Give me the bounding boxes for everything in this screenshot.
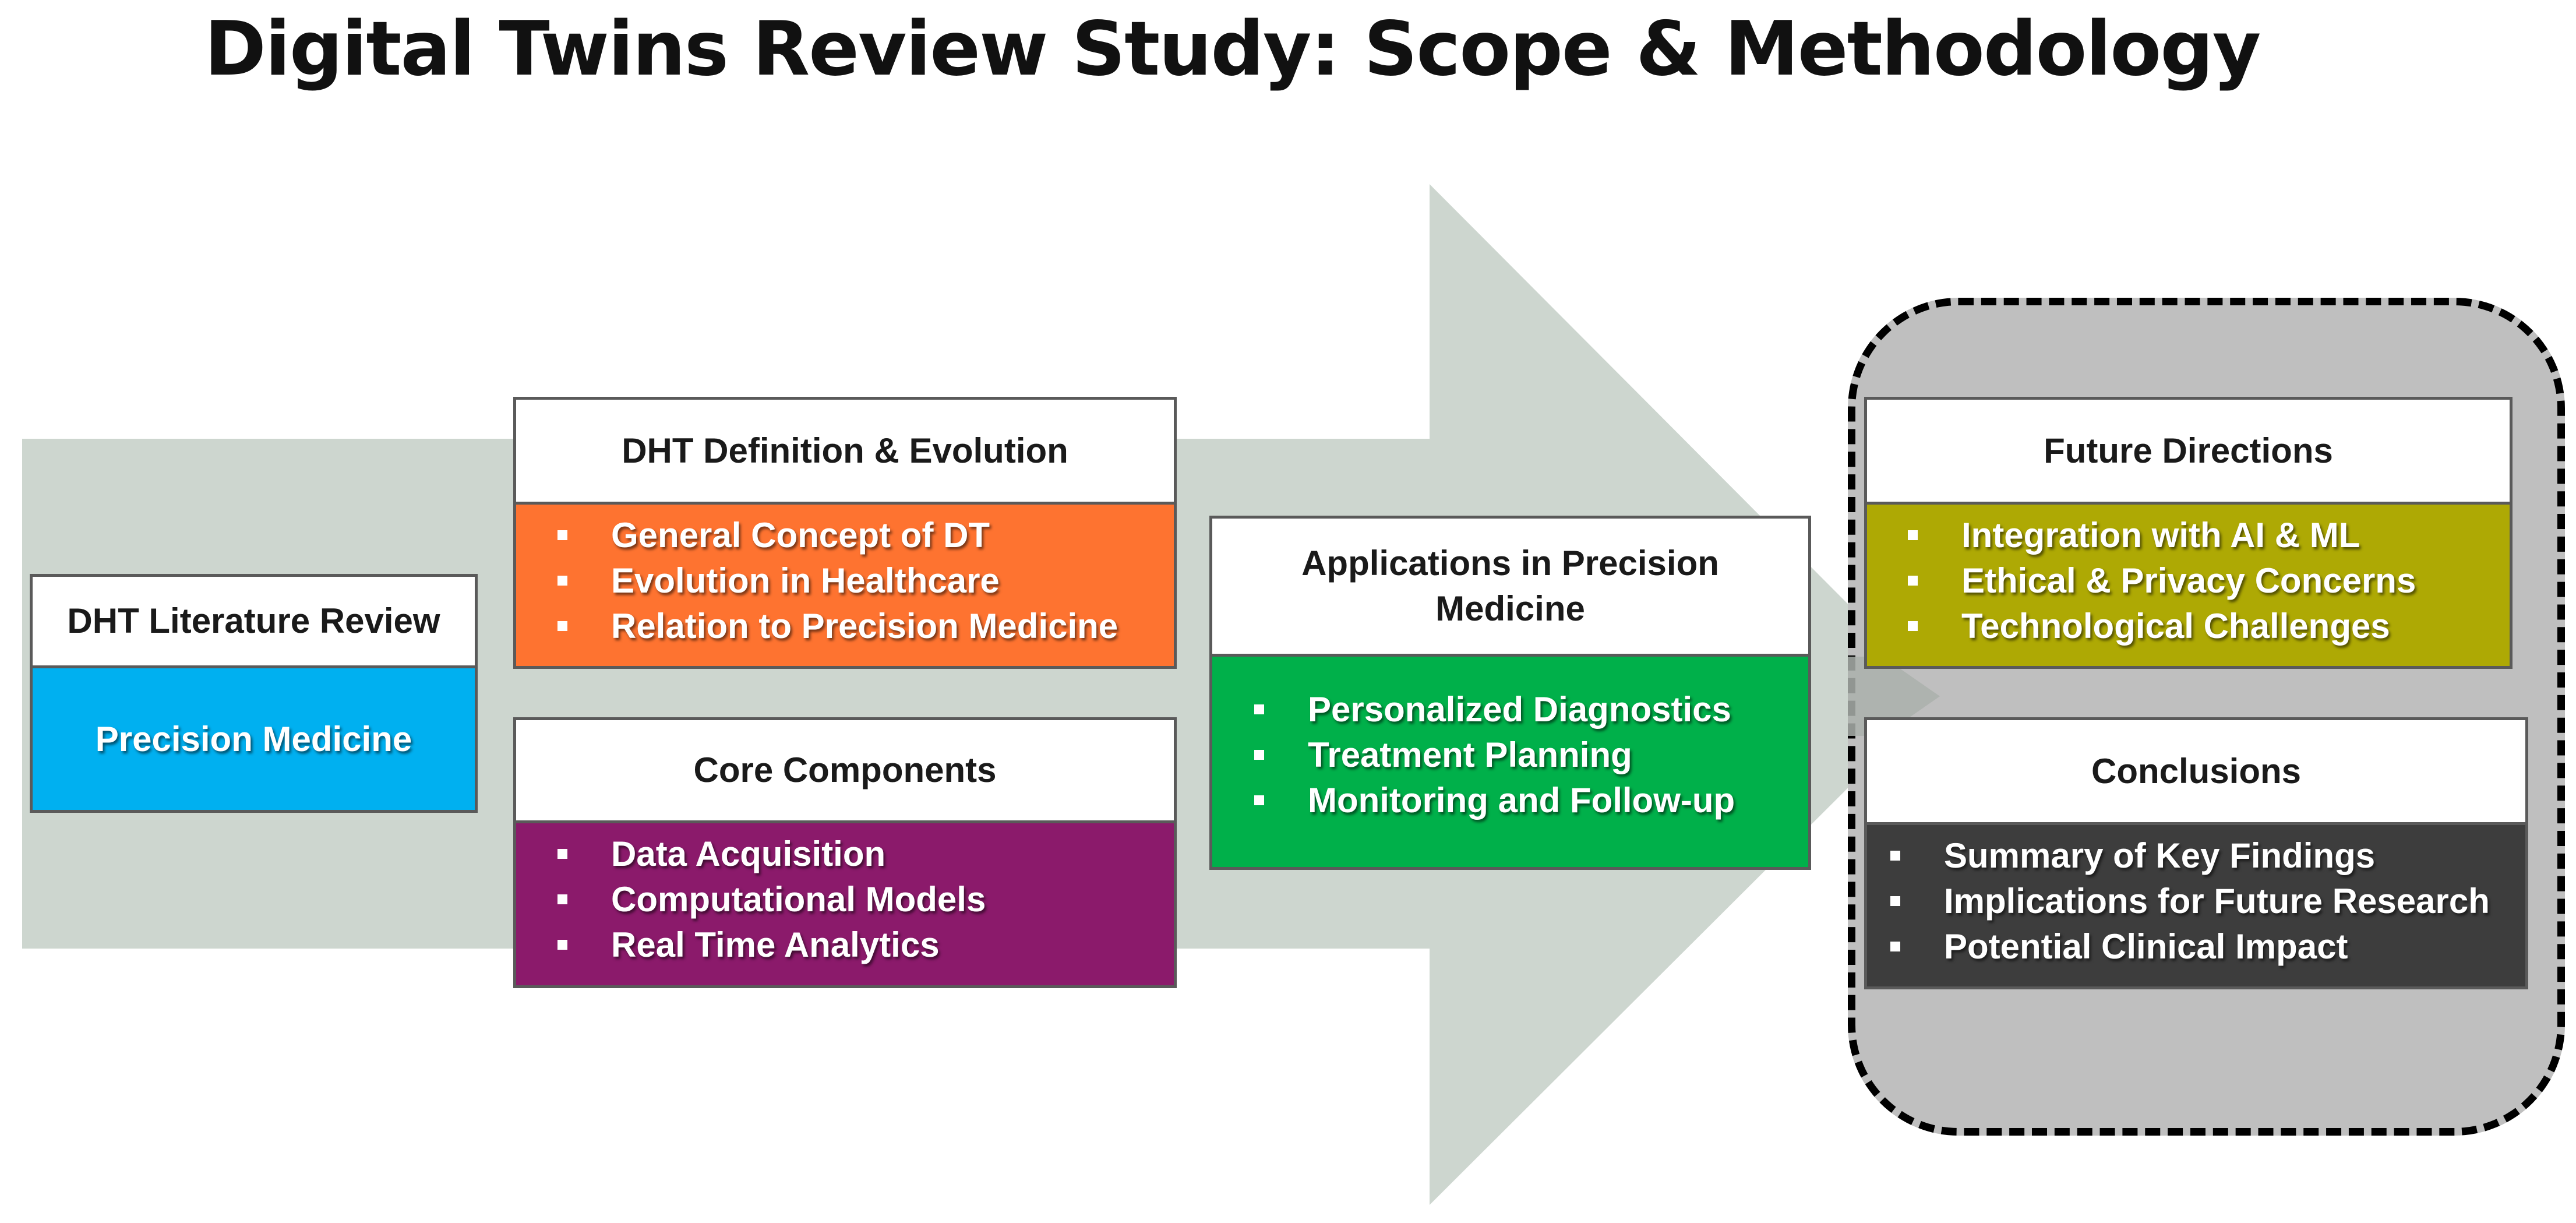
definition-evolution-box: DHT Definition & Evolution General Conce…	[513, 397, 1177, 669]
list-item: Summary of Key Findings	[1890, 833, 2525, 879]
core-components-box: Core Components Data Acquisition Computa…	[513, 717, 1177, 988]
conclusions-box: Conclusions Summary of Key Findings Impl…	[1864, 717, 2528, 989]
applications-box: Applications in Precision Medicine Perso…	[1209, 516, 1811, 870]
list-item: Personalized Diagnostics	[1254, 687, 1808, 732]
page-title: Digital Twins Review Study: Scope & Meth…	[204, 6, 2261, 93]
list-item: Implications for Future Research	[1890, 879, 2525, 924]
list-item: Technological Challenges	[1908, 604, 2510, 649]
list-item: Ethical & Privacy Concerns	[1908, 558, 2510, 604]
list-item: Real Time Analytics	[557, 922, 1174, 968]
list-item: General Concept of DT	[557, 513, 1174, 558]
list-item: Treatment Planning	[1254, 732, 1808, 778]
literature-review-box: DHT Literature Review Precision Medicine	[30, 574, 478, 813]
literature-review-body: Precision Medicine	[33, 665, 475, 810]
list-item: Evolution in Healthcare	[557, 558, 1174, 604]
definition-evolution-body: General Concept of DT Evolution in Healt…	[516, 502, 1174, 666]
list-item: Integration with AI & ML	[1908, 513, 2510, 558]
future-directions-body: Integration with AI & ML Ethical & Priva…	[1867, 502, 2510, 666]
list-item: Monitoring and Follow-up	[1254, 778, 1808, 823]
literature-review-header: DHT Literature Review	[33, 577, 475, 665]
future-directions-box: Future Directions Integration with AI & …	[1864, 397, 2513, 669]
arrow-tip	[1848, 657, 1940, 736]
core-components-header: Core Components	[516, 720, 1174, 820]
list-item: Data Acquisition	[557, 831, 1174, 877]
core-components-body: Data Acquisition Computational Models Re…	[516, 820, 1174, 985]
list-item: Computational Models	[557, 877, 1174, 922]
conclusions-body: Summary of Key Findings Implications for…	[1867, 822, 2525, 986]
list-item: Relation to Precision Medicine	[557, 604, 1174, 649]
list-item: Potential Clinical Impact	[1890, 924, 2525, 970]
conclusions-header: Conclusions	[1867, 720, 2525, 822]
arrow-shape	[22, 184, 1940, 1205]
applications-header: Applications in Precision Medicine	[1212, 519, 1808, 654]
definition-evolution-header: DHT Definition & Evolution	[516, 400, 1174, 502]
future-directions-header: Future Directions	[1867, 400, 2510, 502]
applications-body: Personalized Diagnostics Treatment Plann…	[1212, 654, 1808, 867]
